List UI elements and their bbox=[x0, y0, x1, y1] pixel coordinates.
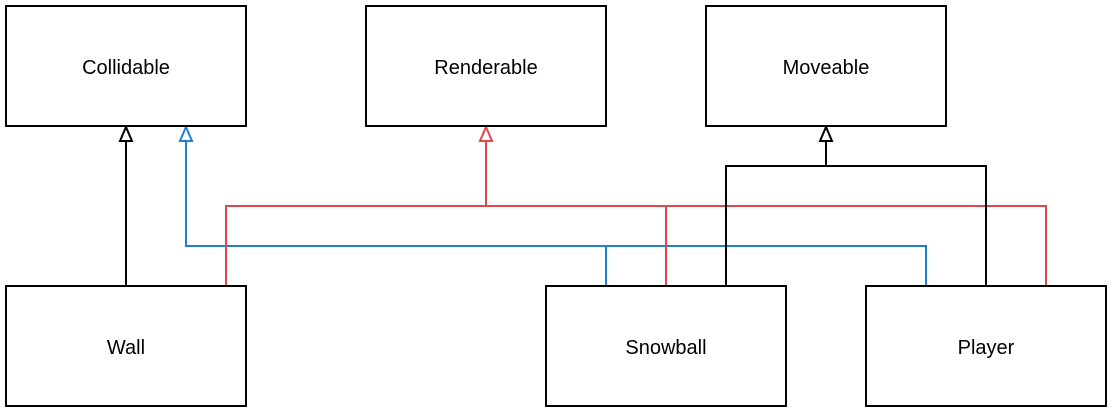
class-renderable: Renderable bbox=[365, 5, 607, 127]
class-player: Player bbox=[865, 285, 1107, 407]
class-wall-label: Wall bbox=[107, 337, 145, 359]
moveable-arrowhead-icon bbox=[818, 124, 834, 142]
class-moveable: Moveable bbox=[705, 5, 947, 127]
class-snowball: Snowball bbox=[545, 285, 787, 407]
edge-snowball-to-collidable bbox=[185, 139, 607, 286]
class-player-label: Player bbox=[958, 337, 1015, 359]
edge-snowball-to-moveable bbox=[725, 165, 826, 286]
edges-black bbox=[118, 124, 987, 286]
edges-renderable bbox=[225, 124, 1047, 286]
class-moveable-label: Moveable bbox=[783, 57, 870, 79]
renderable-arrowhead-icon bbox=[478, 124, 494, 142]
collidable-blue-arrowhead-icon bbox=[178, 124, 194, 142]
edge-wall-to-renderable bbox=[225, 205, 486, 286]
collidable-black-arrowhead-icon bbox=[118, 124, 134, 142]
edge-player-to-collidable bbox=[606, 245, 927, 286]
edge-player-to-moveable bbox=[826, 165, 987, 286]
edges-collidable-blue bbox=[178, 124, 927, 286]
class-renderable-label: Renderable bbox=[434, 57, 537, 79]
class-snowball-label: Snowball bbox=[625, 337, 706, 359]
class-collidable: Collidable bbox=[5, 5, 247, 127]
class-collidable-label: Collidable bbox=[82, 57, 170, 79]
class-wall: Wall bbox=[5, 285, 247, 407]
edge-player-to-renderable bbox=[666, 205, 1047, 286]
